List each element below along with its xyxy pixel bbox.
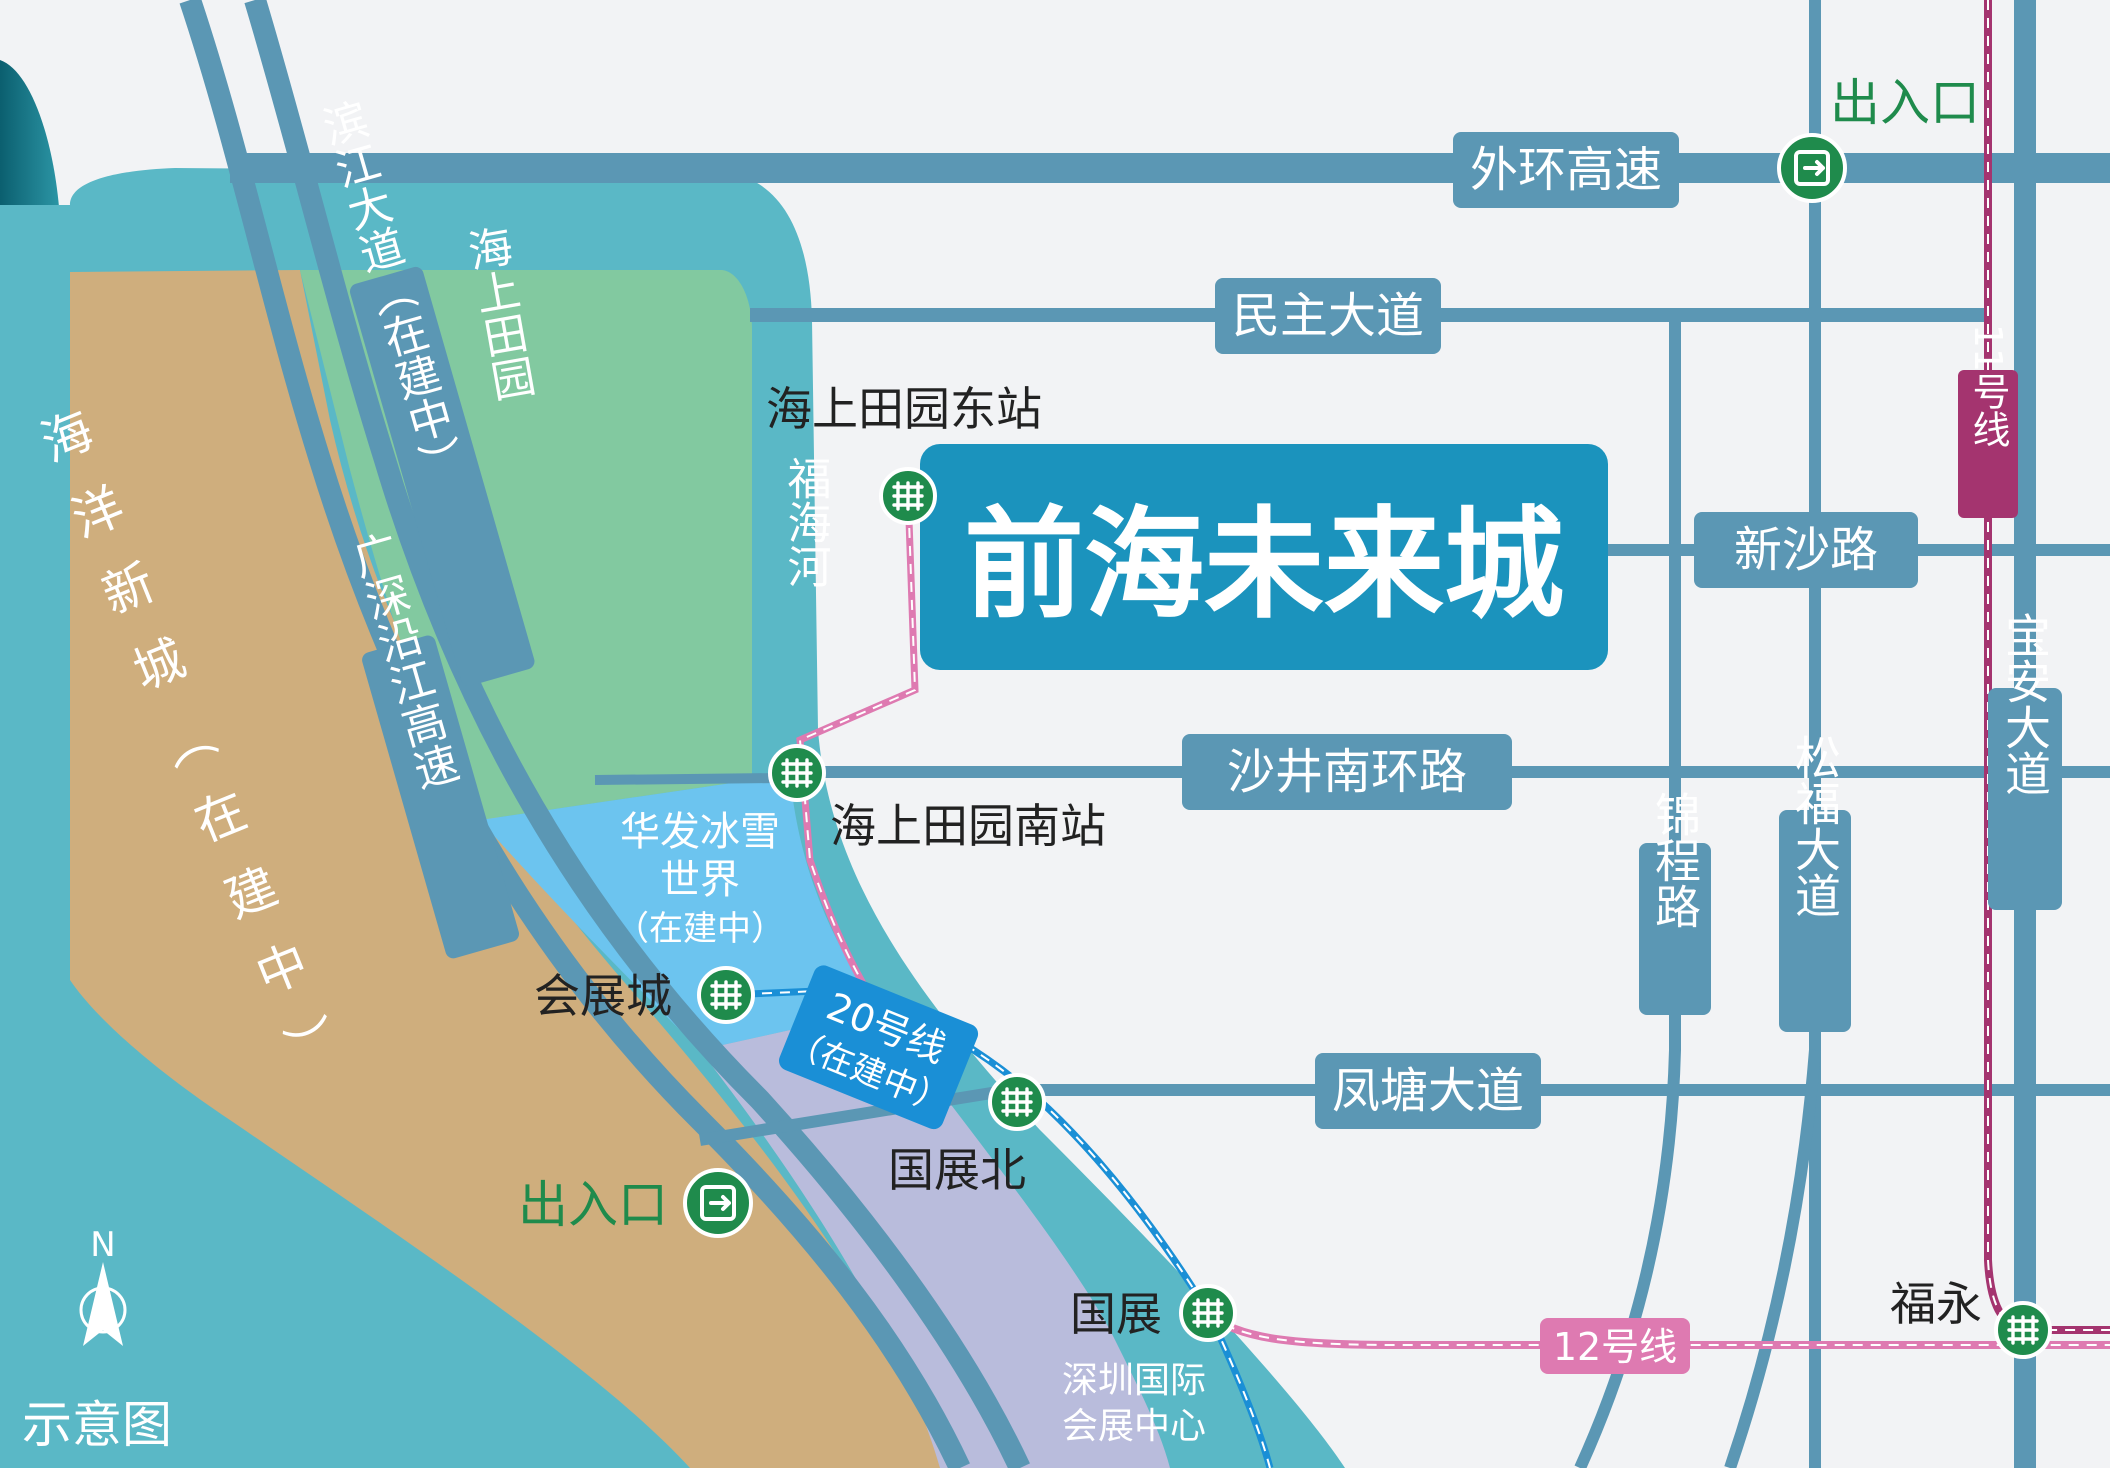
road-label-waihuan-text: 外环高速 (1470, 142, 1662, 198)
entrance-icon-top (1777, 133, 1847, 203)
line-label-12-text: 12号线 (1553, 1325, 1677, 1369)
road-label-shajing-text: 沙井南环路 (1227, 744, 1467, 800)
metro-station-icon-guozhan (1179, 1284, 1237, 1342)
road-label-waihuan: 外环高速 (1453, 132, 1679, 208)
entrance-label-bottom: 出入口 (518, 1176, 668, 1234)
line-label-12: 12号线 (1540, 1318, 1690, 1374)
entrance-label-top: 出入口 (1830, 74, 1980, 132)
station-label-haishang-east: 海上田园东站 (766, 382, 1042, 436)
area-label-huafa-line1: 华发冰雪 (620, 809, 780, 855)
metro-station-icon-huizhancheng (697, 966, 755, 1024)
metro-station-icon-haishang-east (879, 467, 937, 525)
station-label-fuyong: 福永 (1890, 1277, 1982, 1331)
road-label-songfu: 松福大道 (1779, 734, 1851, 1032)
road-label-minzhu: 民主大道 (1215, 278, 1441, 354)
area-label-fuhai-river: 福海河 (780, 456, 832, 588)
road-label-fengtang-text: 凤塘大道 (1332, 1063, 1524, 1119)
road-label-baoan-text: 宝安大道 (1998, 612, 2052, 796)
area-label-expo-line1: 深圳国际 (1062, 1360, 1206, 1401)
station-label-guozhan: 国展 (1070, 1287, 1162, 1341)
road-label-fengtang: 凤塘大道 (1315, 1053, 1541, 1129)
road-label-xinsha: 新沙路 (1694, 512, 1918, 588)
road-label-minzhu-text: 民主大道 (1232, 288, 1424, 344)
area-label-expo-line2: 会展中心 (1062, 1406, 1206, 1447)
road-label-songfu-text: 松福大道 (1788, 734, 1842, 918)
station-label-huizhancheng: 会展城 (534, 969, 672, 1023)
station-label-guozhanbei: 国展北 (888, 1143, 1026, 1197)
entrance-icon-bottom (683, 1168, 753, 1238)
metro-station-icon-haishang-south (768, 744, 826, 802)
line-label-11-text: 11号线 (1966, 324, 2010, 448)
north-arrow-icon: N (79, 1225, 127, 1346)
road-label-jincheng-text: 锦程路 (1648, 791, 1702, 929)
area-label-huafa-line2: 世界 (660, 857, 740, 903)
station-label-haishang-south: 海上田园南站 (830, 799, 1106, 853)
road-label-xinsha-text: 新沙路 (1734, 522, 1878, 578)
project-box: 前海未来城 (920, 444, 1608, 670)
area-label-huafa-status: （在建中） (615, 909, 785, 949)
metro-station-icon-guozhanbei (988, 1073, 1046, 1131)
road-label-shajing: 沙井南环路 (1182, 734, 1512, 810)
line-label-11: 11号线 (1958, 324, 2018, 518)
project-name: 前海未来城 (964, 496, 1564, 635)
huafa-zone (480, 775, 880, 1050)
metro-station-icon-fuyong (1994, 1301, 2052, 1359)
road-label-baoan: 宝安大道 (1988, 612, 2062, 910)
road-label-jincheng: 锦程路 (1639, 791, 1711, 1015)
north-label: N (90, 1225, 115, 1265)
map-caption: 示意图 (22, 1396, 172, 1454)
